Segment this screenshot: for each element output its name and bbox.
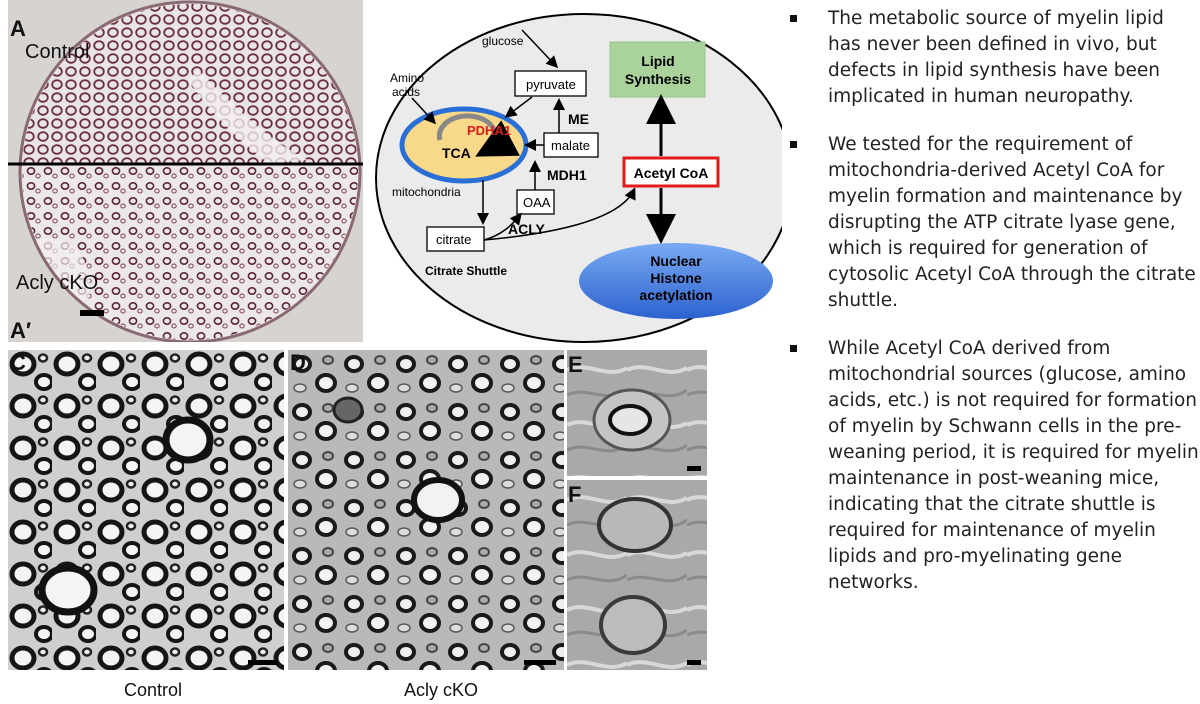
panel-e-image: [567, 350, 707, 476]
amino-acids-label-2: acids: [392, 85, 420, 99]
nuclear-shape: [579, 243, 773, 319]
panel-label-a: A: [10, 16, 26, 41]
panel-c-image: [8, 350, 284, 670]
nuclear-label-1: Nuclear: [650, 253, 702, 269]
bullet-item-1: The metabolic source of myelin lipid has…: [790, 6, 1200, 110]
pyruvate-label: pyruvate: [526, 77, 576, 92]
panel-e-scale-bar: [687, 466, 701, 471]
panel-a-control-label: Control: [25, 41, 90, 63]
panel-a-scale-bar: [80, 310, 104, 316]
bullet-list: The metabolic source of myelin lipid has…: [790, 6, 1200, 618]
bullet-item-2: We tested for the requirement of mitocho…: [790, 132, 1200, 314]
nuclear-label-3: acetylation: [639, 287, 712, 303]
oaa-box: [516, 189, 555, 215]
acly-label: ACLY: [508, 221, 545, 237]
panel-d-image: [288, 350, 564, 670]
panel-label-d: D: [290, 350, 306, 375]
acetyl-coa-box: [622, 156, 720, 188]
mitochondria-label: mitochondria: [392, 185, 461, 199]
citrate-shuttle-diagram: glucose pyruvate Amino acids PDHA1 TCA M…: [375, 13, 782, 343]
panel-c-scale-bar: [248, 660, 278, 665]
citrate-shuttle-label: Citrate Shuttle: [425, 264, 507, 278]
panel-a-acly-label: Acly cKO: [16, 272, 99, 294]
pdha1-label: PDHA1: [467, 123, 511, 138]
citrate-label: citrate: [436, 232, 471, 247]
lipid-label-1: Lipid: [641, 53, 674, 69]
panel-label-f: F: [568, 482, 582, 507]
panel-label-a-prime: A′: [10, 318, 32, 343]
oaa-label: OAA: [523, 195, 551, 210]
tca-label: TCA: [442, 145, 471, 161]
panel-f-scale-bar: [687, 660, 701, 665]
bullet-item-3: While Acetyl CoA derived from mitochondr…: [790, 336, 1200, 596]
nerve-cross-section: [8, 0, 363, 342]
panel-a-image: [8, 0, 363, 342]
panel-d-scale-bar: [524, 660, 556, 665]
lipid-label-2: Synthesis: [625, 71, 691, 87]
acetyl-coa-label: Acetyl CoA: [634, 165, 709, 181]
caption-control: Control: [124, 680, 183, 700]
mdh1-label: MDH1: [547, 167, 587, 183]
nuclear-label-2: Histone: [650, 270, 702, 286]
glucose-label: glucose: [482, 34, 524, 48]
pyruvate-box: [514, 70, 587, 97]
caption-acly-cko: Acly cKO: [404, 680, 479, 700]
malate-label: malate: [551, 138, 590, 153]
lipid-synthesis-box: [609, 41, 706, 98]
citrate-box: [426, 226, 485, 252]
amino-acids-label-1: Amino: [390, 71, 424, 85]
me-label: ME: [568, 111, 589, 127]
panel-label-c: C: [10, 350, 26, 375]
panel-label-e: E: [568, 352, 583, 377]
malate-box: [543, 132, 599, 158]
panel-f-image: [567, 480, 707, 670]
